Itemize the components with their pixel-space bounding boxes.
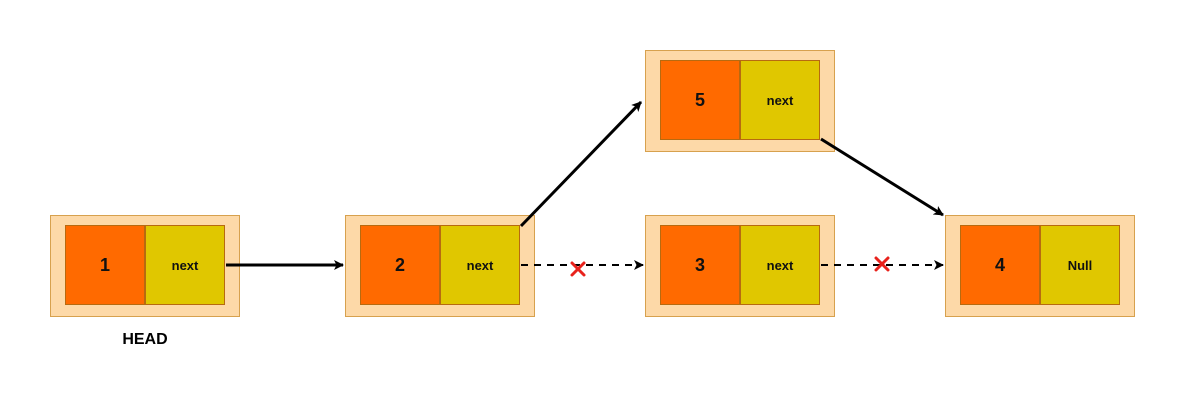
node-2-pointer: next [440,225,520,305]
removed-link-x-icon [570,261,586,277]
node-5: 5 next [645,50,835,152]
node-1-value: 1 [65,225,145,305]
node-3: 3 next [645,215,835,317]
node-2: 2 next [345,215,535,317]
node-3-value: 3 [660,225,740,305]
node-3-pointer: next [740,225,820,305]
node-1-pointer: next [145,225,225,305]
node-4-value: 4 [960,225,1040,305]
edge-5-to-4 [820,137,944,217]
node-5-pointer: next [740,60,820,140]
node-4: 4 Null [945,215,1135,317]
node-5-value: 5 [660,60,740,140]
edge-2-to-5 [519,100,643,228]
node-2-value: 2 [360,225,440,305]
removed-link-x-icon [874,256,890,272]
node-4-pointer: Null [1040,225,1120,305]
node-1: 1 next [50,215,240,317]
head-label: HEAD [122,331,168,348]
